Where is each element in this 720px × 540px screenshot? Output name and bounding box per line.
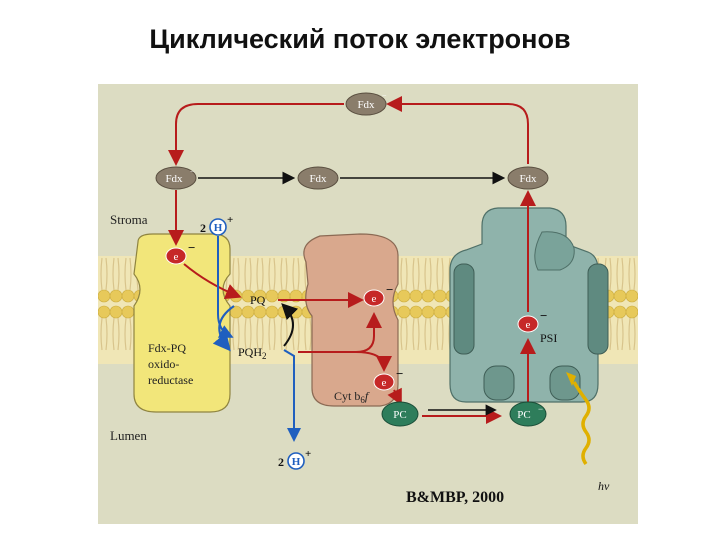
- cytochrome-b6f-complex: Cyt b6f: [303, 233, 399, 407]
- svg-text:Fdx: Fdx: [357, 99, 375, 111]
- fdx-to-top-arrow: [386, 96, 529, 164]
- oxidoreductase-label-3: reductase: [148, 373, 193, 387]
- fdx-carrier-left: Fdx −: [155, 166, 197, 190]
- page-title: Циклический поток электронов: [149, 24, 571, 54]
- svg-text:e: e: [174, 251, 179, 263]
- svg-text:H: H: [292, 456, 301, 468]
- credit-label: B&MBP, 2000: [406, 489, 504, 506]
- svg-text:Fdx: Fdx: [165, 173, 183, 185]
- svg-text:−: −: [396, 366, 403, 381]
- pqh2-to-cyt-lower-arrow: [355, 351, 392, 372]
- svg-text:−: −: [538, 404, 543, 414]
- light-arrowhead: [566, 372, 576, 386]
- electron-cytochrome-lower: e −: [373, 366, 403, 391]
- oxidoreductase-label-2: oxido-: [148, 357, 179, 371]
- proton-release: 2 H +: [278, 448, 311, 470]
- diagram-svg: Stroma Lumen Fdx-PQ oxido- reductase Cyt…: [98, 84, 638, 524]
- cytochrome-label: Cyt b6f: [334, 389, 370, 405]
- cyt-to-pc-arrow: [387, 387, 402, 406]
- oxidoreductase-label-1: Fdx-PQ: [148, 341, 186, 355]
- stroma-label: Stroma: [110, 212, 148, 227]
- svg-text:H: H: [214, 222, 223, 234]
- svg-text:e: e: [372, 293, 377, 305]
- light-wave: [572, 381, 591, 466]
- svg-text:2: 2: [200, 221, 206, 235]
- svg-text:−: −: [540, 308, 547, 323]
- proton-uptake-arrow: [217, 236, 234, 338]
- plastocyanin-right: PC −: [509, 401, 547, 427]
- fdx-carrier-right: Fdx: [507, 166, 549, 190]
- svg-text:PC: PC: [517, 409, 530, 421]
- lumen-label: Lumen: [110, 428, 147, 443]
- pq-label: PQ: [250, 293, 266, 307]
- proton-release-arrow: [283, 349, 301, 442]
- svg-text:+: +: [305, 448, 311, 460]
- fdx-return-arrow: [168, 103, 344, 166]
- plastocyanin-left: PC: [381, 401, 419, 427]
- pqh2-label: PQH2: [238, 345, 267, 361]
- electron-cytochrome-upper: e −: [363, 282, 393, 307]
- svg-text:Fdx: Fdx: [309, 173, 327, 185]
- svg-text:+: +: [227, 214, 233, 226]
- svg-text:2: 2: [278, 455, 284, 469]
- svg-text:e: e: [382, 377, 387, 389]
- proton-uptake: 2 H +: [200, 214, 233, 236]
- psi-label: PSI: [540, 331, 557, 345]
- svg-text:−: −: [382, 91, 387, 100]
- svg-text:e: e: [526, 319, 531, 331]
- fdx-pq-oxidoreductase: Fdx-PQ oxido- reductase: [133, 233, 231, 413]
- electron-to-pq-arrow: [183, 263, 242, 299]
- cyclic-electron-flow-diagram: Stroma Lumen Fdx-PQ oxido- reductase Cyt…: [98, 84, 638, 524]
- svg-text:Fdx: Fdx: [519, 173, 537, 185]
- electron-psi: e −: [517, 308, 547, 333]
- pqh2-to-pq-arrow: [281, 303, 299, 347]
- svg-text:−: −: [188, 240, 195, 255]
- svg-text:PC: PC: [393, 409, 406, 421]
- fdx-carrier-top: Fdx −: [345, 91, 387, 116]
- svg-text:−: −: [386, 282, 393, 297]
- light-label: hν: [598, 479, 610, 493]
- electron-oxidoreductase: e −: [165, 240, 195, 265]
- svg-text:−: −: [190, 167, 195, 176]
- photosystem-i: PSI: [449, 207, 609, 403]
- fdx-carrier-middle: Fdx: [297, 166, 339, 190]
